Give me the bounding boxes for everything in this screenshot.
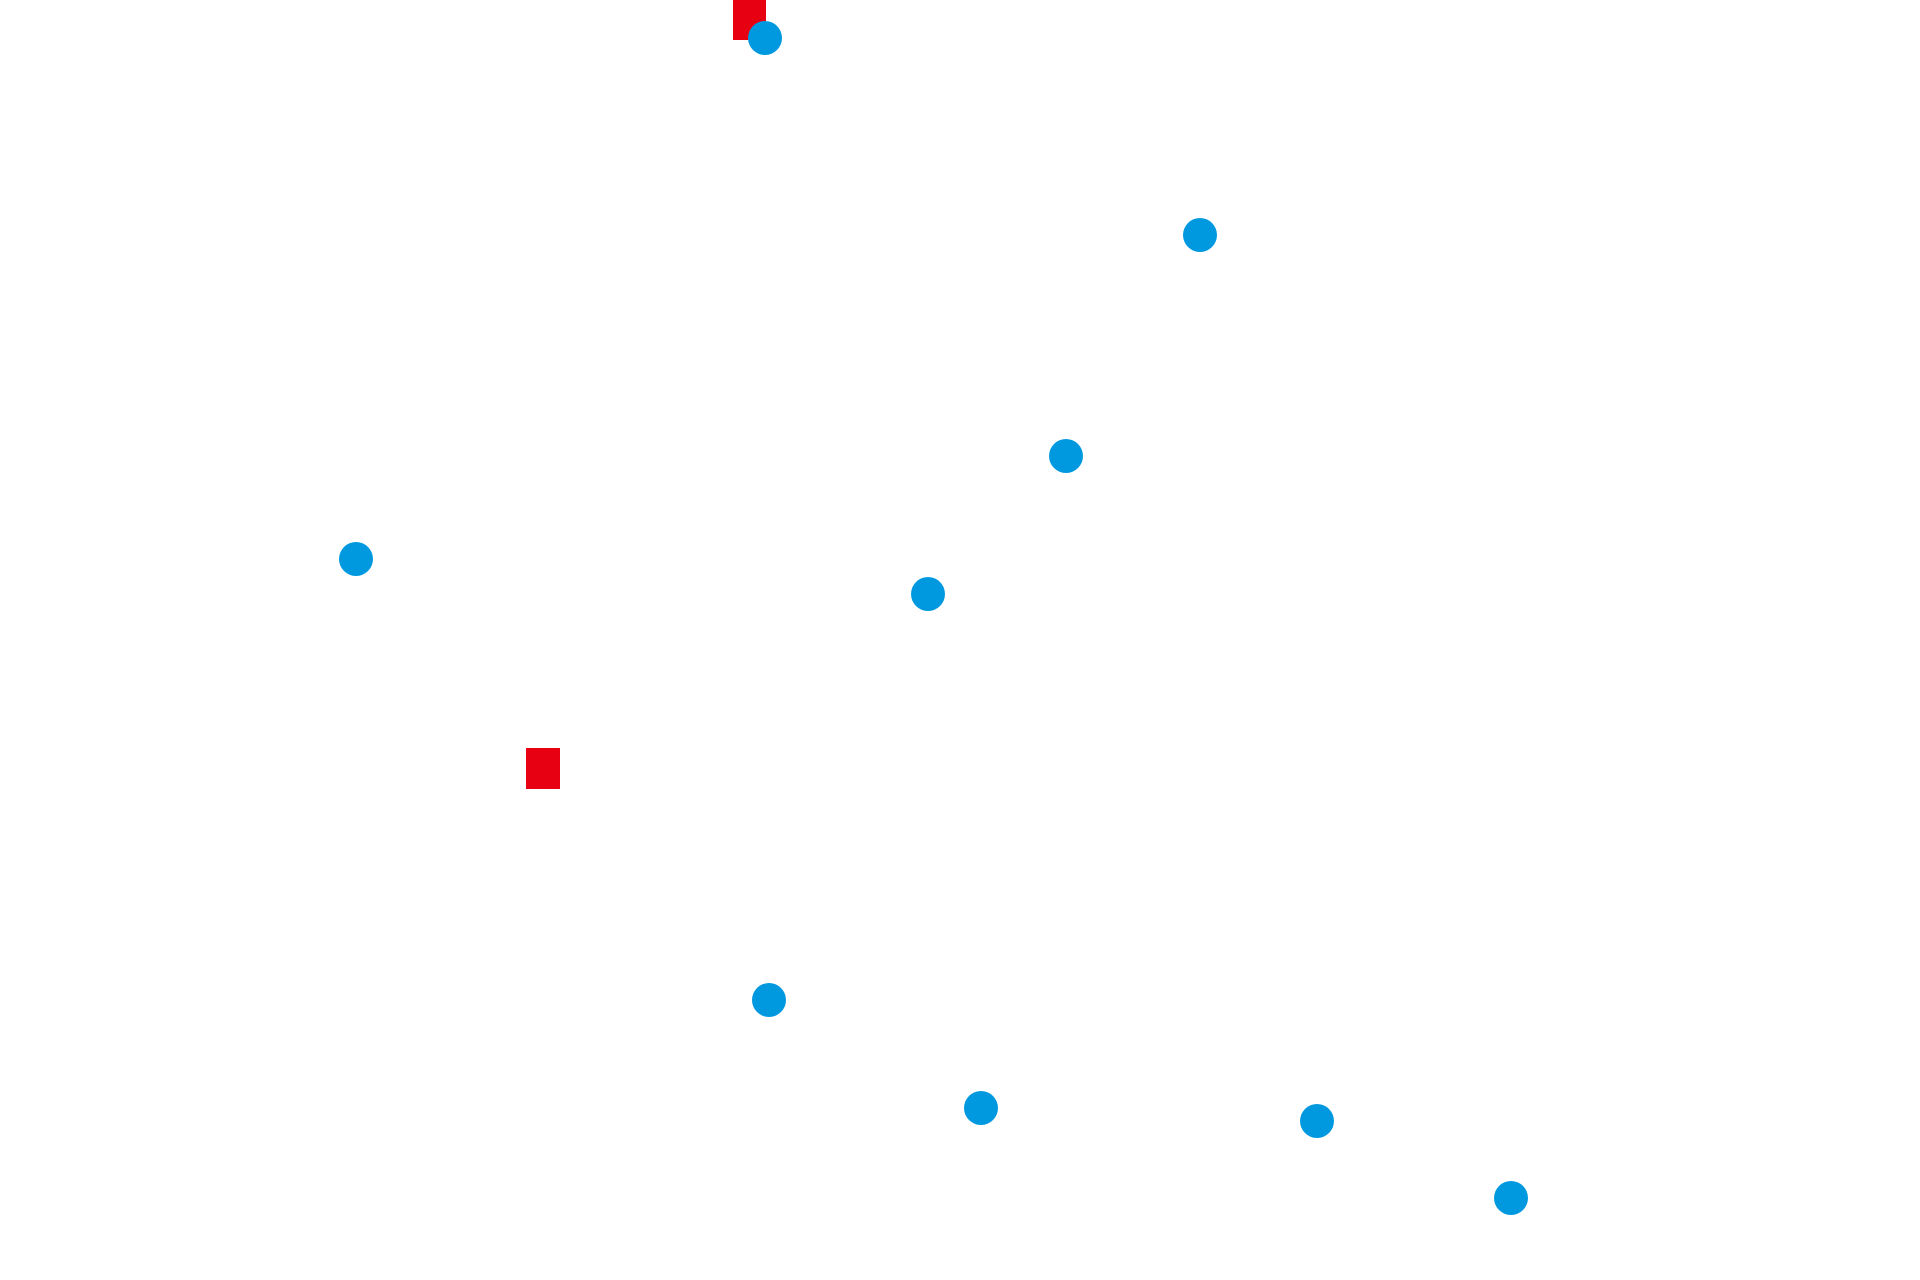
blue-dot-group [339,21,1528,1215]
blue-dot[interactable] [1300,1104,1334,1138]
blue-dot[interactable] [752,983,786,1017]
red-marker-mid[interactable] [526,748,560,789]
blue-dot[interactable] [1049,439,1083,473]
blue-dot[interactable] [748,21,782,55]
blue-dot[interactable] [1494,1181,1528,1215]
blue-dot[interactable] [911,577,945,611]
blue-dot[interactable] [1183,218,1217,252]
blue-dot[interactable] [964,1091,998,1125]
red-marker-group [526,0,766,789]
blue-dot[interactable] [339,542,373,576]
